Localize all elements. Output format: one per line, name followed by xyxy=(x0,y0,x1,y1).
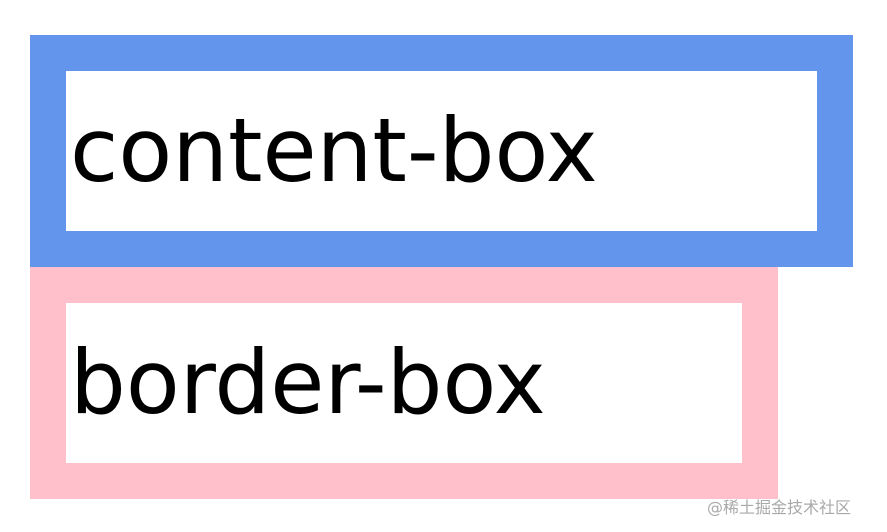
watermark: @稀土掘金技术社区 xyxy=(707,498,852,517)
content-box-label: content-box xyxy=(70,99,598,202)
content-box-demo: content-box xyxy=(30,35,853,267)
border-box-label: border-box xyxy=(70,331,546,434)
border-box-demo: border-box xyxy=(30,267,778,499)
